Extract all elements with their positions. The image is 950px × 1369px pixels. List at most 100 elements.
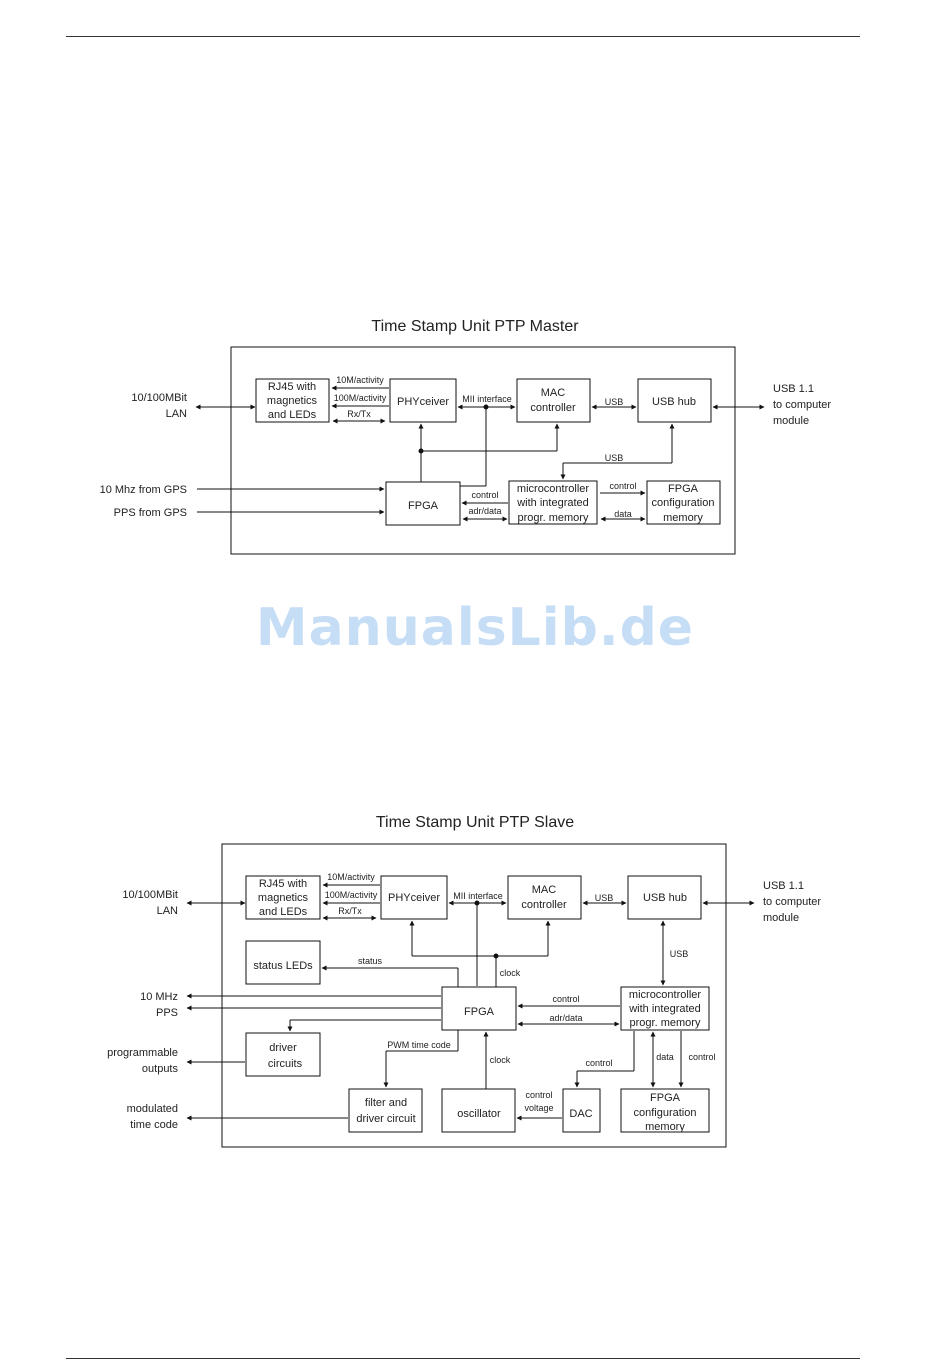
slave-sig-adrdata: adr/data: [549, 1013, 582, 1023]
slave-filter-line2: driver circuit: [356, 1113, 415, 1125]
slave-prog-line1: programmable: [107, 1047, 178, 1059]
master-rj45-line1: RJ45 with: [268, 381, 316, 393]
slave-micro-block: [620, 986, 710, 1031]
bottom-rule: [66, 1358, 860, 1359]
master-sig-adrdata: adr/data: [468, 506, 501, 516]
master-lan-line1: 10/100MBit: [131, 392, 187, 404]
slave-osc-block: [441, 1088, 516, 1133]
master-sig-control-cfg: control: [609, 481, 636, 491]
master-usb-ext-line3: module: [773, 415, 809, 427]
slave-sig-rxtx: Rx/Tx: [338, 906, 362, 916]
slave-micro-line1: microcontroller: [629, 989, 701, 1001]
slave-sig-pwm: PWM time code: [387, 1040, 451, 1050]
slave-usb-ext-line2: to computer: [763, 896, 821, 908]
master-mhz-label: 10 Mhz from GPS: [100, 484, 187, 496]
slave-statusleds-label: status LEDs: [253, 960, 313, 972]
slave-sig-10m: 10M/activity: [327, 872, 375, 882]
master-mac-line2: controller: [530, 402, 576, 414]
slave-phy-label: PHYceiver: [388, 892, 440, 904]
slave-usbhub-block: [627, 875, 702, 920]
master-sig-100m: 100M/activity: [334, 393, 387, 403]
slave-driver-line1: driver: [269, 1042, 297, 1054]
slave-ext-texts: 10/100MBit LAN 10 MHz PPS programmable o…: [107, 880, 821, 1131]
slave-rj45-line2: magnetics: [258, 892, 309, 904]
slave-title: Time Stamp Unit PTP Slave: [375, 814, 575, 831]
slave-sig-clock-top: clock: [500, 968, 521, 978]
slave-micro-line3: progr. memory: [630, 1017, 701, 1029]
slave-mod-line2: time code: [130, 1119, 178, 1131]
master-micro-block: [508, 480, 598, 525]
slave-fpga-block: [441, 986, 517, 1031]
slave-usb-ext-line3: module: [763, 912, 799, 924]
slave-rj45-block: [245, 875, 321, 920]
top-rule: [66, 36, 860, 37]
slave-osc-label: oscillator: [457, 1108, 501, 1120]
master-micro-line1: microcontroller: [517, 483, 589, 495]
slave-sig-status: status: [358, 956, 383, 966]
master-fpgacfg-line2: configuration: [652, 497, 715, 509]
master-title: Time Stamp Unit PTP Master: [371, 318, 579, 335]
slave-sig-control-fpga: control: [552, 994, 579, 1004]
master-sig-data-cfg: data: [614, 509, 632, 519]
slave-fpgacfg-block: [620, 1088, 710, 1133]
master-rj45-line3: and LEDs: [268, 409, 317, 421]
master-usbhub-label: USB hub: [652, 396, 696, 408]
master-sig-usb-mac: USB: [605, 397, 624, 407]
slave-sig-usb-micro: USB: [670, 949, 689, 959]
slave-sig-control-voltage1: control: [525, 1090, 552, 1100]
slave-micro-line2: with integrated: [628, 1003, 701, 1015]
slave-usb-ext-line1: USB 1.1: [763, 880, 804, 892]
slave-prog-line2: outputs: [142, 1063, 179, 1075]
slave-sig-usb-mac: USB: [595, 893, 614, 903]
master-usb-ext-line1: USB 1.1: [773, 383, 814, 395]
master-fpga-block: [385, 481, 461, 526]
master-mac-block: [516, 378, 591, 423]
slave-lan-line1: 10/100MBit: [122, 889, 178, 901]
slave-filter-block: [348, 1088, 423, 1133]
master-ext-texts: 10/100MBit LAN 10 Mhz from GPS PPS from …: [100, 383, 832, 519]
slave-fpgacfg-line2: configuration: [634, 1107, 697, 1119]
master-pps-label: PPS from GPS: [114, 507, 187, 519]
slave-usbhub-label: USB hub: [643, 892, 687, 904]
master-sig-mii: MII interface: [462, 394, 512, 404]
slave-mhz-label: 10 MHz: [140, 991, 178, 1003]
slave-fpga-label: FPGA: [464, 1006, 495, 1018]
master-usb-ext-line2: to computer: [773, 399, 831, 411]
master-fpgacfg-line1: FPGA: [668, 483, 699, 495]
master-fpgacfg-line3: memory: [663, 512, 703, 524]
slave-dac-block: [562, 1088, 601, 1133]
master-texts: RJ45 with magnetics and LEDs PHYceiver M…: [267, 375, 715, 524]
slave-rj45-line1: RJ45 with: [259, 878, 307, 890]
slave-statusleds-block: [245, 940, 321, 985]
slave-dac-label: DAC: [569, 1108, 592, 1120]
slave-driver-line2: circuits: [268, 1058, 303, 1070]
master-mac-line1: MAC: [541, 387, 566, 399]
slave-phy-block: [380, 875, 448, 920]
master-micro-line3: progr. memory: [518, 512, 589, 524]
master-sig-control-fpga: control: [471, 490, 498, 500]
master-micro-line2: with integrated: [516, 497, 589, 509]
slave-fpgacfg-line1: FPGA: [650, 1092, 681, 1104]
slave-sig-control-voltage2: voltage: [524, 1103, 553, 1113]
master-rj45-line2: magnetics: [267, 395, 318, 407]
slave-filter-line1: filter and: [365, 1097, 407, 1109]
slave-pps-label: PPS: [156, 1007, 178, 1019]
master-fpga-label: FPGA: [408, 500, 439, 512]
master-phy-label: PHYceiver: [397, 396, 449, 408]
master-usbhub-block: [637, 378, 712, 423]
slave-sig-control-cfg: control: [688, 1052, 715, 1062]
slave-rj45-line3: and LEDs: [259, 906, 308, 918]
slave-mod-line1: modulated: [127, 1103, 178, 1115]
slave-sig-control-dac: control: [585, 1058, 612, 1068]
watermark: ManualsLib.de: [255, 598, 695, 658]
slave-mac-line2: controller: [521, 899, 567, 911]
slave-fpgacfg-line3: memory: [645, 1121, 685, 1133]
slave-lan-line2: LAN: [157, 905, 178, 917]
slave-diagram: [186, 843, 755, 1148]
slave-texts: RJ45 with magnetics and LEDs PHYceiver M…: [253, 872, 715, 1133]
slave-clock-junction: [493, 953, 499, 959]
master-sig-rxtx: Rx/Tx: [347, 409, 371, 419]
slave-sig-100m: 100M/activity: [325, 890, 378, 900]
master-phy-block: [389, 378, 457, 423]
slave-sig-mii: MII interface: [453, 891, 503, 901]
